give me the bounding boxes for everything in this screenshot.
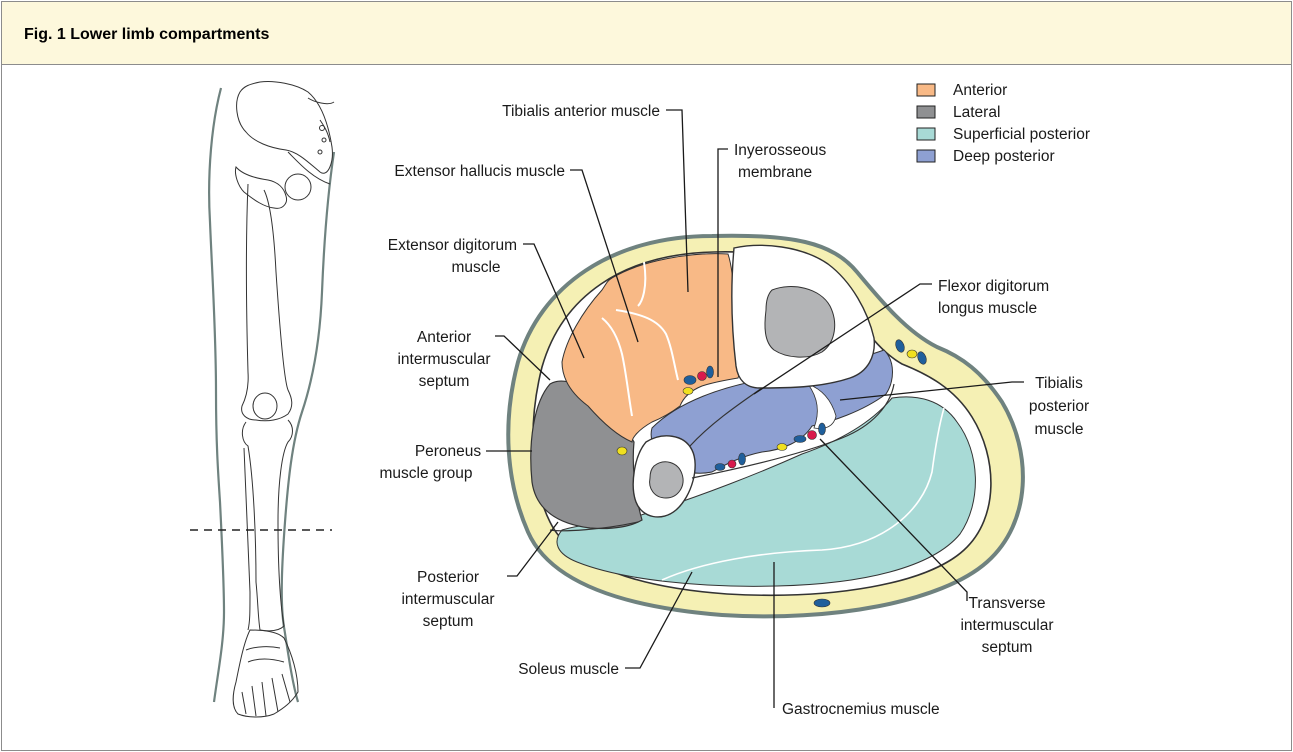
legend-swatch bbox=[917, 106, 935, 118]
label-interosseous-2: membrane bbox=[738, 164, 812, 181]
legend-label: Anterior bbox=[953, 82, 1007, 99]
legend-swatch bbox=[917, 84, 935, 96]
label-gastrocnemius: Gastrocnemius muscle bbox=[782, 701, 940, 718]
legend-item: Anterior bbox=[917, 82, 1007, 99]
leg-outline-right bbox=[282, 152, 334, 702]
legend-swatch bbox=[917, 128, 935, 140]
label-tibialis-posterior-2: posterior bbox=[1029, 398, 1089, 415]
label-transverse-septum-2: intermuscular bbox=[960, 617, 1053, 634]
label-flexor-digitorum-2: longus muscle bbox=[938, 300, 1037, 317]
label-tibialis-posterior-3: muscle bbox=[1034, 421, 1083, 438]
label-anterior-septum-3: septum bbox=[419, 373, 470, 390]
label-interosseous-1: Inyerosseous bbox=[734, 142, 826, 159]
label-extensor-hallucis: Extensor hallucis muscle bbox=[394, 163, 565, 180]
label-extensor-digitorum-2: muscle bbox=[451, 259, 500, 276]
label-tibialis-anterior: Tibialis anterior muscle bbox=[502, 103, 660, 120]
legend-swatch bbox=[917, 150, 935, 162]
patella bbox=[253, 393, 277, 419]
legend-item: Deep posterior bbox=[917, 148, 1055, 165]
label-anterior-septum-1: Anterior bbox=[417, 329, 471, 346]
leg-outline-left bbox=[209, 88, 224, 702]
label-flexor-digitorum-1: Flexor digitorum bbox=[938, 278, 1049, 295]
legend-item: Superficial posterior bbox=[917, 126, 1090, 143]
label-transverse-septum-3: septum bbox=[982, 639, 1033, 656]
label-soleus: Soleus muscle bbox=[518, 661, 619, 678]
legend-label: Superficial posterior bbox=[953, 126, 1090, 143]
label-transverse-septum-1: Transverse bbox=[969, 595, 1046, 612]
legend-label: Lateral bbox=[953, 104, 1000, 121]
foot bbox=[233, 630, 298, 717]
label-peroneus-2: muscle group bbox=[379, 465, 472, 482]
label-peroneus-1: Peroneus bbox=[415, 443, 482, 460]
fibula bbox=[244, 448, 250, 630]
label-anterior-septum-2: intermuscular bbox=[397, 351, 490, 368]
femoral-head bbox=[285, 174, 311, 200]
pelvis bbox=[237, 81, 333, 173]
label-posterior-septum-3: septum bbox=[423, 613, 474, 630]
femur bbox=[242, 184, 292, 421]
label-extensor-digitorum-1: Extensor digitorum bbox=[388, 237, 517, 254]
label-tibialis-posterior-1: Tibialis bbox=[1035, 375, 1083, 392]
leg-skeleton-illustration bbox=[209, 81, 334, 717]
label-posterior-septum-2: intermuscular bbox=[401, 591, 494, 608]
legend-item: Lateral bbox=[917, 104, 1000, 121]
legend-label: Deep posterior bbox=[953, 148, 1055, 165]
fibula-marrow bbox=[650, 462, 683, 498]
label-posterior-septum-1: Posterior bbox=[417, 569, 479, 586]
